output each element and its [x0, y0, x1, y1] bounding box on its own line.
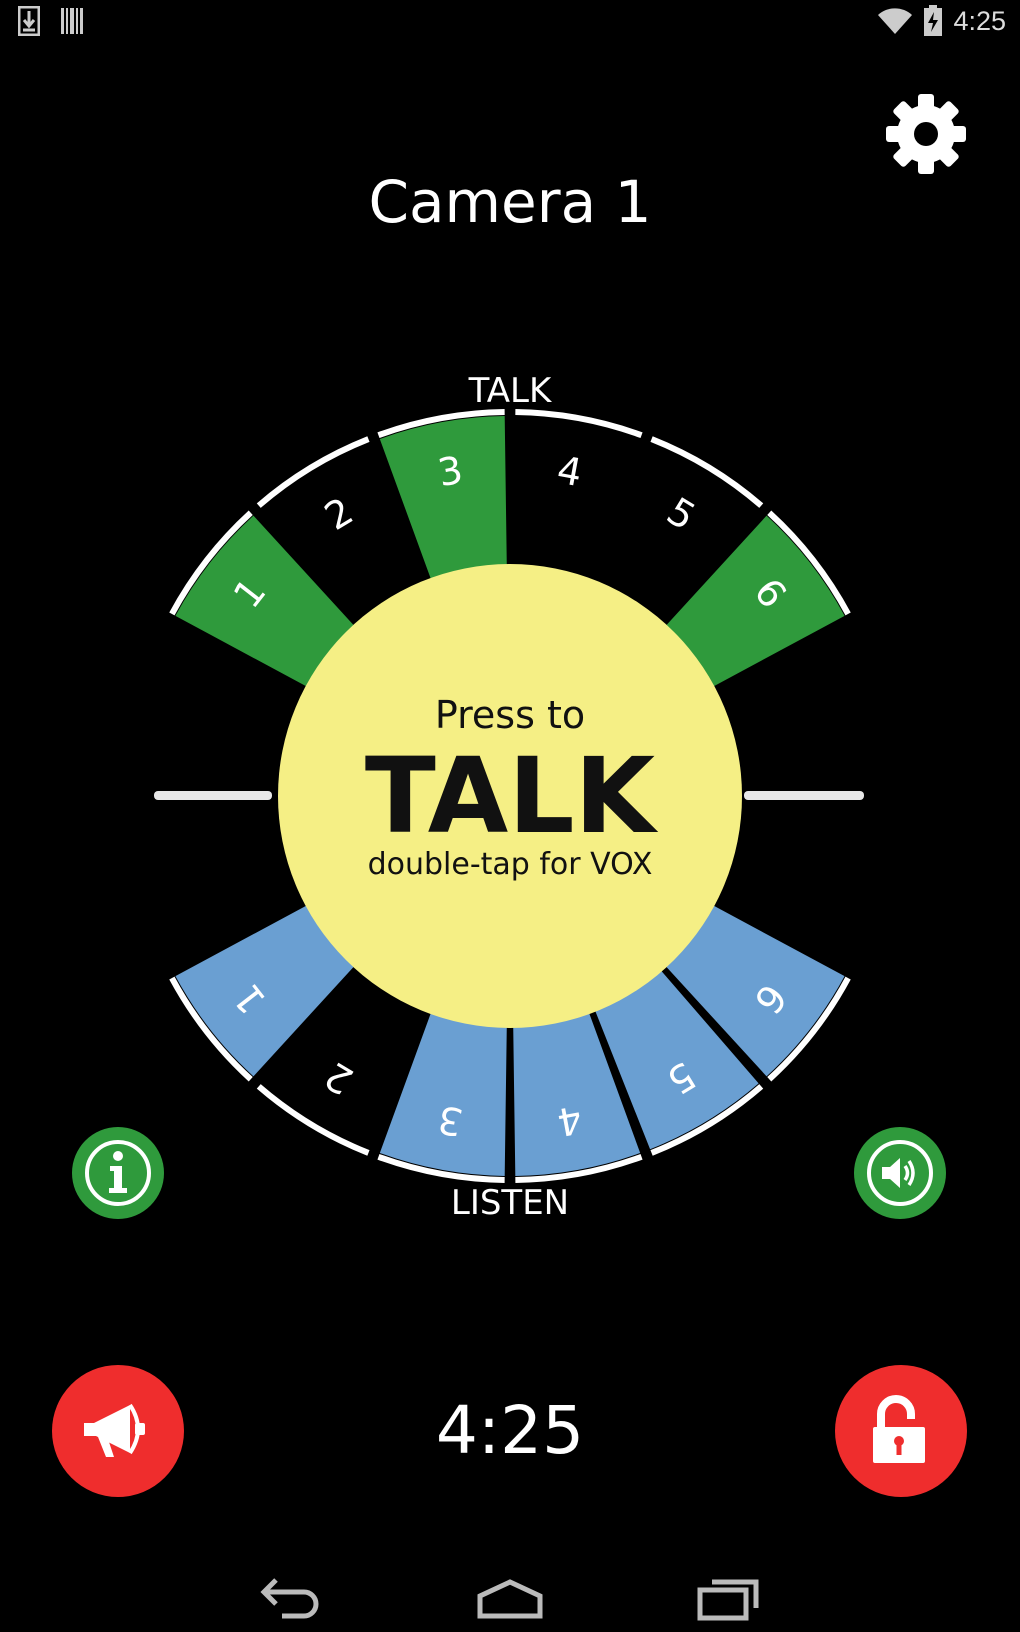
dial-divider-left: [154, 791, 272, 800]
listen-channel-5-rim: [650, 1084, 764, 1156]
dial-rim: [169, 409, 851, 1183]
speaker-button[interactable]: [854, 1127, 946, 1219]
barcode-icon: [61, 8, 83, 34]
speaker-icon: [867, 1140, 933, 1206]
press-to-talk-button[interactable]: Press to TALK double-tap for VOX: [278, 564, 742, 1028]
recents-icon: [697, 1579, 759, 1621]
listen-channel-6-rim: [767, 976, 851, 1082]
talk-channel-6-rim: [767, 510, 851, 616]
listen-channel-3-rim: [377, 1153, 505, 1183]
talk-channel-3-rim: [377, 409, 505, 439]
info-button[interactable]: [72, 1127, 164, 1219]
vox-hint-label: double-tap for VOX: [368, 847, 653, 882]
clock-display: 4:25: [435, 1392, 585, 1469]
home-icon: [477, 1579, 543, 1619]
home-button[interactable]: [470, 1570, 550, 1626]
talk-channel-1-rim: [169, 510, 253, 616]
recents-button[interactable]: [690, 1570, 770, 1626]
wifi-icon: [878, 8, 913, 34]
dial-divider-right: [744, 791, 864, 800]
talk-ring-label: TALK: [468, 371, 553, 411]
broadcast-button[interactable]: [52, 1365, 184, 1497]
listen-ring-label: LISTEN: [451, 1183, 569, 1223]
download-icon: [18, 6, 40, 36]
listen-channel-1-rim: [169, 976, 253, 1082]
listen-channel-2-rim: [256, 1084, 370, 1156]
talk-channel-2-rim: [256, 436, 370, 508]
battery-charging-icon: [924, 5, 943, 36]
settings-button[interactable]: [884, 92, 968, 176]
unlock-button[interactable]: [835, 1365, 967, 1497]
back-icon: [260, 1578, 319, 1619]
back-button[interactable]: [252, 1570, 332, 1626]
talk-big-label: TALK: [365, 735, 659, 857]
megaphone-icon: [84, 1403, 145, 1457]
gear-icon: [886, 94, 966, 174]
talk-channel-5-rim: [650, 436, 764, 508]
press-to-label: Press to: [435, 693, 585, 737]
system-nav-bar: [0, 1560, 1020, 1632]
listen-channel-4-rim: [515, 1153, 643, 1183]
status-time: 4:25: [953, 5, 1006, 36]
info-icon: [85, 1140, 151, 1206]
unlock-icon: [873, 1395, 925, 1463]
talk-channel-4-rim: [515, 409, 643, 439]
press-to-talk-circle[interactable]: [278, 564, 742, 1028]
camera-title: Camera 1: [368, 168, 652, 236]
status-bar: 4:25: [0, 0, 1020, 44]
